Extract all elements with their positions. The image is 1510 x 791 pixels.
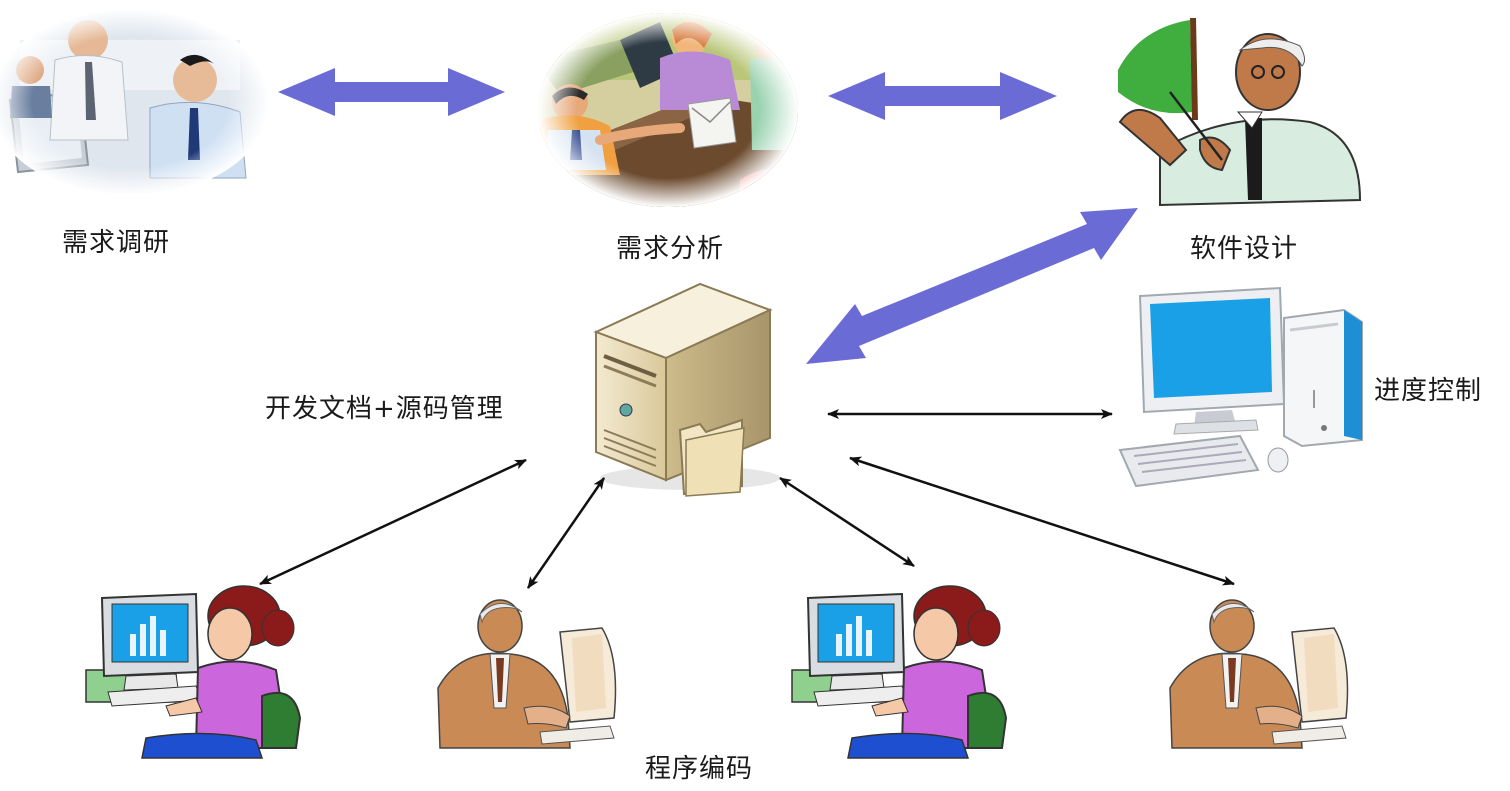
arrow-server-developer-1 bbox=[259, 458, 527, 586]
label-progress-control: 进度控制 bbox=[1374, 376, 1483, 406]
arrow-server-developer-2 bbox=[526, 477, 606, 589]
developer-man-icon-2 bbox=[1169, 599, 1349, 749]
presenter-clipart bbox=[1118, 18, 1362, 207]
label-research: 需求调研 bbox=[62, 228, 171, 258]
arrow-server-developer-4 bbox=[849, 456, 1235, 586]
label-coding: 程序编码 bbox=[645, 754, 754, 784]
arrow-design-server bbox=[806, 208, 1138, 364]
office-meeting-photo bbox=[0, 8, 270, 196]
business-meeting-clipart bbox=[538, 13, 798, 207]
arrow-server-developer-3 bbox=[779, 476, 915, 568]
label-docs-source-management: 开发文档+源码管理 bbox=[265, 394, 504, 424]
label-design: 软件设计 bbox=[1190, 234, 1299, 264]
label-analysis: 需求分析 bbox=[616, 234, 725, 264]
server-icon bbox=[593, 282, 780, 497]
desktop-computer-icon bbox=[1118, 286, 1363, 488]
arrow-analysis-design bbox=[828, 72, 1057, 120]
developer-woman-icon bbox=[85, 585, 302, 759]
developer-woman-icon-2 bbox=[791, 585, 1007, 759]
developer-man-icon bbox=[437, 599, 617, 749]
arrow-research-analysis bbox=[278, 68, 505, 116]
